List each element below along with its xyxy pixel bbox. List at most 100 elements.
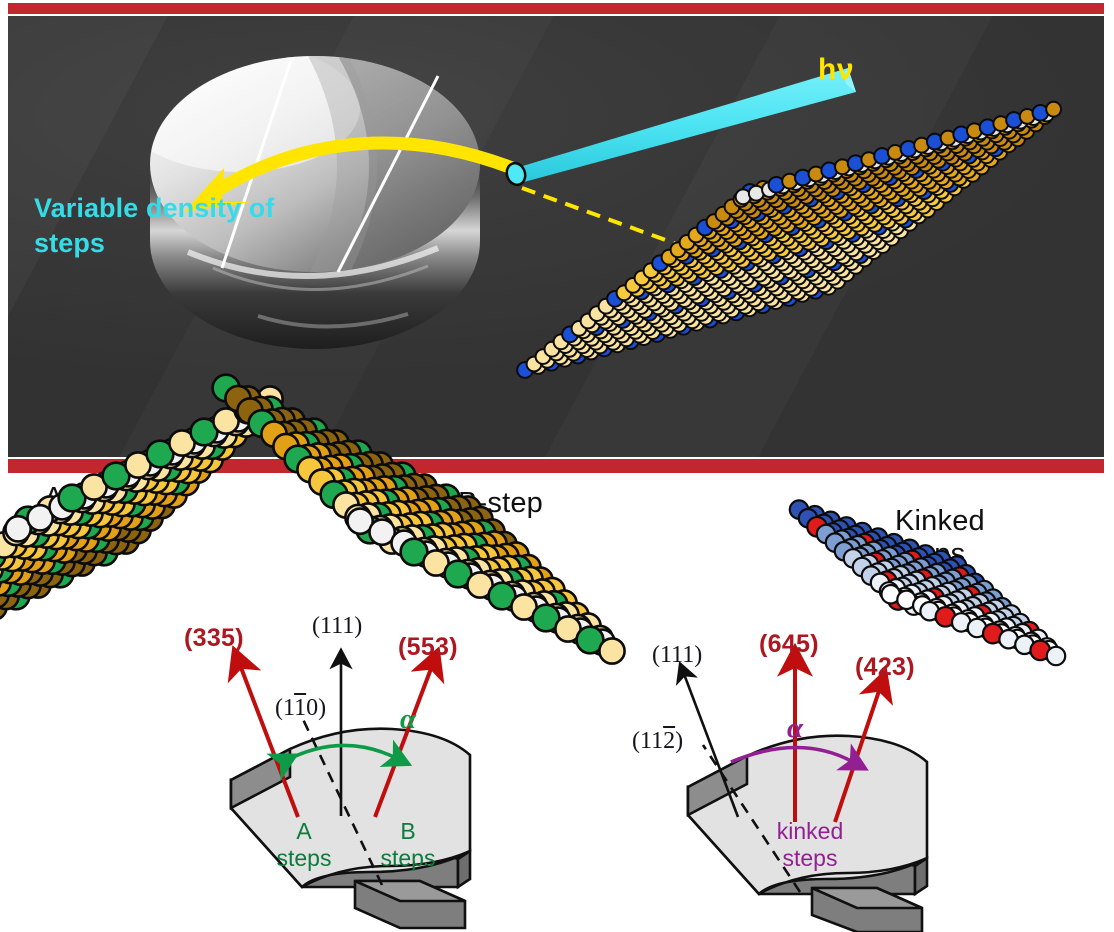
atom [815, 523, 837, 545]
crystal-right-bevel [686, 753, 749, 818]
atom [957, 609, 979, 630]
atom [998, 628, 1019, 650]
atom [36, 560, 64, 589]
atom [150, 479, 178, 508]
atom [932, 594, 954, 616]
atom [24, 571, 52, 599]
atom [379, 474, 409, 505]
atom [910, 592, 931, 613]
atom [851, 521, 873, 543]
atom [869, 572, 891, 594]
atom [522, 595, 551, 624]
atom [68, 549, 96, 577]
atom [73, 510, 103, 540]
atom [172, 468, 200, 497]
atom [410, 473, 438, 501]
atom [382, 487, 410, 516]
atom [1, 581, 31, 611]
atom [0, 559, 4, 580]
label-111-right: (111) [652, 642, 703, 668]
atom [849, 546, 871, 568]
bottom-accent-rule [8, 459, 1104, 473]
atom [896, 589, 917, 611]
atom [29, 532, 59, 562]
atom [404, 498, 432, 527]
atom [946, 590, 968, 611]
atom [443, 559, 473, 589]
atom [355, 515, 385, 545]
atom [987, 610, 1008, 631]
atom [368, 518, 397, 547]
atom [962, 595, 983, 617]
atom [422, 549, 450, 577]
kinked-steps-title: Kinked steps [895, 505, 985, 571]
atom [0, 582, 20, 611]
atom [923, 587, 946, 609]
atom [951, 577, 972, 598]
atom [4, 570, 32, 598]
label-11-2: (112) [632, 728, 684, 754]
atom [450, 532, 478, 561]
atom [308, 468, 336, 496]
atom [384, 499, 412, 528]
atom [921, 576, 943, 597]
atom [530, 590, 558, 618]
atom [982, 588, 1004, 609]
atom [354, 502, 382, 530]
atom [942, 568, 963, 590]
atom [26, 559, 54, 587]
atom [1018, 620, 1040, 643]
atom [420, 535, 448, 563]
atom [352, 490, 380, 518]
atom [70, 537, 98, 565]
atom [930, 584, 952, 606]
atom [989, 620, 1010, 641]
atom [330, 479, 358, 507]
atom [993, 607, 1015, 628]
atom [927, 600, 949, 622]
atom [1009, 612, 1031, 634]
label-111-left: (111) [312, 613, 363, 639]
atom [500, 584, 529, 613]
label-645: (645) [759, 630, 819, 658]
atom [20, 533, 48, 562]
atom [978, 601, 999, 623]
atom [423, 496, 453, 527]
atom [363, 501, 393, 532]
atom [991, 596, 1013, 618]
atom [340, 477, 368, 506]
atom [550, 589, 578, 617]
atom [62, 523, 90, 552]
atom [973, 579, 995, 601]
atom [863, 540, 884, 562]
atom [0, 531, 18, 559]
atom [542, 602, 570, 631]
atom [824, 532, 846, 553]
atom [831, 529, 853, 550]
atom [905, 570, 927, 592]
atom [539, 589, 569, 620]
atom [2, 518, 30, 547]
atom [566, 617, 595, 646]
atom [973, 614, 995, 636]
crystal-right-mount-tab-top [811, 886, 923, 910]
atom [42, 522, 70, 551]
atom [102, 527, 130, 556]
atom [371, 488, 401, 518]
atom [970, 603, 993, 626]
atom [847, 534, 868, 556]
atom [788, 499, 810, 520]
atom [376, 513, 404, 541]
atom [456, 562, 485, 591]
atom [506, 567, 534, 595]
atom [928, 574, 950, 596]
atom [64, 511, 92, 540]
atom [508, 579, 536, 607]
atom [1038, 639, 1059, 661]
atom [362, 488, 390, 517]
atom [402, 486, 430, 515]
atom [919, 600, 940, 622]
atom [840, 537, 862, 559]
atom [350, 478, 378, 506]
atom [467, 518, 497, 549]
